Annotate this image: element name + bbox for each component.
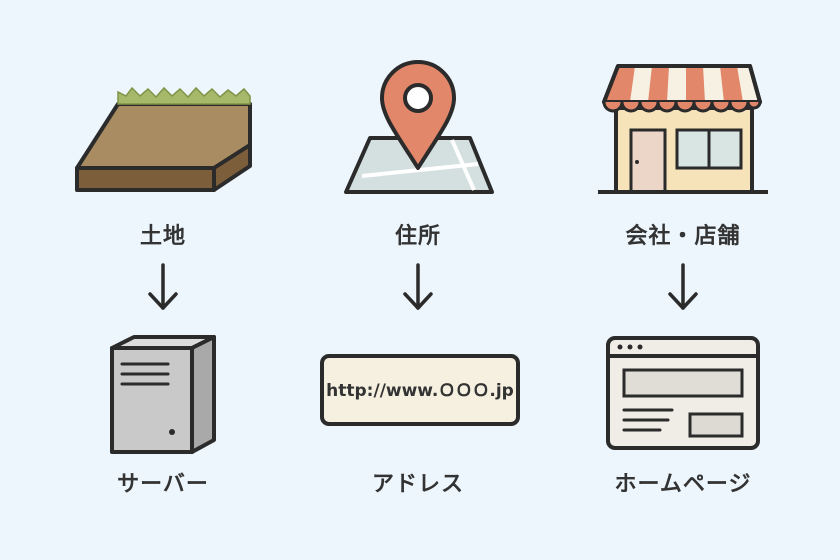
label-server: サーバー: [117, 472, 209, 497]
arrow-down-icon: [148, 263, 178, 310]
url-bar-icon: http://www.ＯＯＯ.jp: [320, 354, 520, 426]
label-web-address: アドレス: [371, 472, 464, 497]
arrow-down-icon: [668, 263, 698, 310]
map-pin-icon: [344, 60, 494, 194]
browser-window-icon: [606, 336, 760, 450]
label-address-physical: 住所: [394, 224, 441, 249]
arrow-down-icon: [403, 263, 433, 310]
storefront-icon: [598, 64, 768, 194]
label-land: 土地: [139, 224, 186, 249]
land-plot-icon: [75, 86, 252, 192]
label-company-store: 会社・店舗: [625, 224, 741, 249]
url-text: http://www.ＯＯＯ.jp: [326, 381, 514, 401]
label-homepage: ホームページ: [614, 472, 752, 497]
server-icon: [110, 335, 216, 454]
